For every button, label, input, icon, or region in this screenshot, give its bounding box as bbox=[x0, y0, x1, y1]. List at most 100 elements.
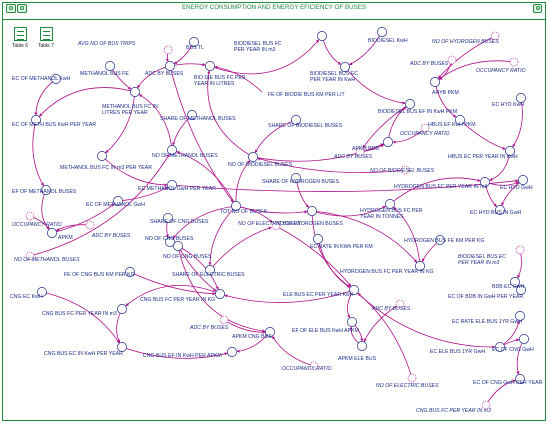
variable-node[interactable] bbox=[317, 31, 327, 41]
variable-node[interactable] bbox=[430, 77, 440, 87]
variable-node[interactable] bbox=[505, 146, 515, 156]
variable-node[interactable] bbox=[455, 115, 465, 125]
shadow-variable-node[interactable] bbox=[25, 211, 35, 221]
variable-node[interactable] bbox=[357, 341, 367, 351]
variable-node[interactable] bbox=[248, 152, 258, 162]
causal-link-arrow bbox=[353, 289, 496, 349]
variable-node[interactable] bbox=[510, 277, 520, 287]
variable-label: EC RATE ELE BUS 1YR GwH bbox=[452, 319, 522, 325]
variable-node[interactable] bbox=[435, 235, 445, 245]
causal-link-arrow bbox=[311, 210, 418, 263]
variable-label: APKM BDB bbox=[352, 146, 379, 152]
variable-node[interactable] bbox=[377, 27, 387, 37]
variable-node[interactable] bbox=[480, 177, 490, 187]
shadow-variable-node[interactable] bbox=[271, 221, 281, 231]
shadow-variable-node[interactable] bbox=[420, 123, 430, 133]
variable-node[interactable] bbox=[165, 61, 175, 71]
variable-node[interactable] bbox=[340, 62, 350, 72]
variable-node[interactable] bbox=[37, 287, 47, 297]
variable-node[interactable] bbox=[205, 61, 215, 71]
variable-node[interactable] bbox=[125, 267, 135, 277]
causal-link-arrow bbox=[438, 60, 515, 80]
variable-node[interactable] bbox=[383, 137, 393, 147]
shadow-variable-node[interactable] bbox=[309, 361, 319, 371]
window-icon[interactable] bbox=[6, 4, 16, 13]
variable-node[interactable] bbox=[291, 173, 301, 183]
variable-node[interactable] bbox=[415, 261, 425, 271]
variable-label: ADC BY BUSES bbox=[333, 154, 373, 160]
variable-node[interactable] bbox=[163, 213, 173, 223]
variable-node[interactable] bbox=[495, 205, 505, 215]
variable-node[interactable] bbox=[105, 61, 115, 71]
shadow-variable-node[interactable] bbox=[219, 315, 229, 325]
variable-label: NO OF CNG BUSES bbox=[163, 254, 212, 260]
variable-node[interactable] bbox=[31, 115, 41, 125]
shadow-variable-node[interactable] bbox=[395, 299, 405, 309]
shadow-variable-node[interactable] bbox=[490, 31, 500, 41]
variable-node[interactable] bbox=[47, 228, 57, 238]
variable-label: CNG BUS EF IN KwH PER APKM bbox=[143, 353, 222, 359]
causal-link-arrow bbox=[224, 289, 355, 303]
causal-link-arrow bbox=[209, 226, 272, 271]
causal-link-arrow bbox=[172, 205, 237, 239]
table-6-button[interactable]: Table 6 bbox=[7, 27, 33, 49]
variable-node[interactable] bbox=[347, 317, 357, 327]
variable-node[interactable] bbox=[515, 374, 525, 384]
variable-node[interactable] bbox=[265, 327, 275, 337]
variable-node[interactable] bbox=[405, 99, 415, 109]
variable-node[interactable] bbox=[516, 285, 526, 295]
variable-node[interactable] bbox=[51, 74, 61, 84]
variable-node[interactable] bbox=[113, 196, 123, 206]
variable-node[interactable] bbox=[495, 342, 505, 352]
variable-node[interactable] bbox=[227, 347, 237, 357]
variable-node[interactable] bbox=[518, 175, 528, 185]
variable-node[interactable] bbox=[519, 334, 529, 344]
variable-node[interactable] bbox=[291, 115, 301, 125]
variable-node[interactable] bbox=[515, 311, 525, 321]
shadow-variable-node[interactable] bbox=[355, 147, 365, 157]
lock-icon[interactable] bbox=[533, 4, 542, 13]
variable-label: EC HYD GwH bbox=[500, 185, 533, 191]
shadow-variable-node[interactable] bbox=[25, 251, 35, 261]
variable-node[interactable] bbox=[215, 289, 225, 299]
shadow-variable-node[interactable] bbox=[447, 55, 457, 65]
shadow-variable-node[interactable] bbox=[515, 245, 525, 255]
variable-node[interactable] bbox=[173, 241, 183, 251]
variable-node[interactable] bbox=[231, 201, 241, 211]
variable-label: HYDROGEN BUS FC PER YEAR IN m3 bbox=[394, 184, 487, 190]
variable-node[interactable] bbox=[187, 110, 197, 120]
shadow-variable-node[interactable] bbox=[481, 400, 491, 410]
causal-link-arrow bbox=[363, 303, 401, 342]
variable-node[interactable] bbox=[307, 206, 317, 216]
variable-node[interactable] bbox=[205, 265, 215, 275]
causal-link-arrow bbox=[254, 119, 297, 154]
variable-node[interactable] bbox=[41, 185, 51, 195]
variable-node[interactable] bbox=[117, 342, 127, 352]
table-7-label: Table 7 bbox=[37, 43, 55, 49]
variable-node[interactable] bbox=[130, 87, 140, 97]
variable-label: CNG BUS EC IN KwH PER YEAR bbox=[44, 351, 123, 357]
variable-node[interactable] bbox=[165, 237, 175, 247]
shadow-variable-node[interactable] bbox=[163, 45, 173, 55]
variable-node[interactable] bbox=[97, 151, 107, 161]
shadow-variable-node[interactable] bbox=[85, 220, 95, 230]
variable-node[interactable] bbox=[349, 285, 359, 295]
camera-icon[interactable] bbox=[17, 4, 27, 13]
variable-node[interactable] bbox=[167, 180, 177, 190]
table-7-button[interactable]: Table 7 bbox=[33, 27, 59, 49]
variable-node[interactable] bbox=[167, 145, 177, 155]
shadow-variable-node[interactable] bbox=[509, 57, 519, 67]
variable-label: EC ELE BUS 1YR GwH bbox=[430, 349, 485, 355]
variable-node[interactable] bbox=[385, 199, 395, 209]
variable-node[interactable] bbox=[516, 93, 526, 103]
variable-node[interactable] bbox=[189, 37, 199, 47]
variable-node[interactable] bbox=[117, 304, 127, 314]
variable-node[interactable] bbox=[313, 234, 323, 244]
variable-label: TOT NO OF BUSES bbox=[220, 209, 268, 215]
shadow-variable-node[interactable] bbox=[400, 165, 410, 175]
shadow-variable-node[interactable] bbox=[407, 373, 417, 383]
variable-label: EF OF ELE BUS KwH APKM bbox=[292, 328, 359, 334]
variable-label: NO OF METHANOL BUSES bbox=[152, 153, 218, 159]
